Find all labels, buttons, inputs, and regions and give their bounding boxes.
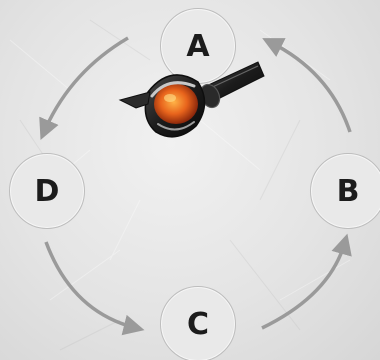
ladle-crucible-icon [0,0,380,360]
cycle-diagram: A B C D [0,0,380,360]
